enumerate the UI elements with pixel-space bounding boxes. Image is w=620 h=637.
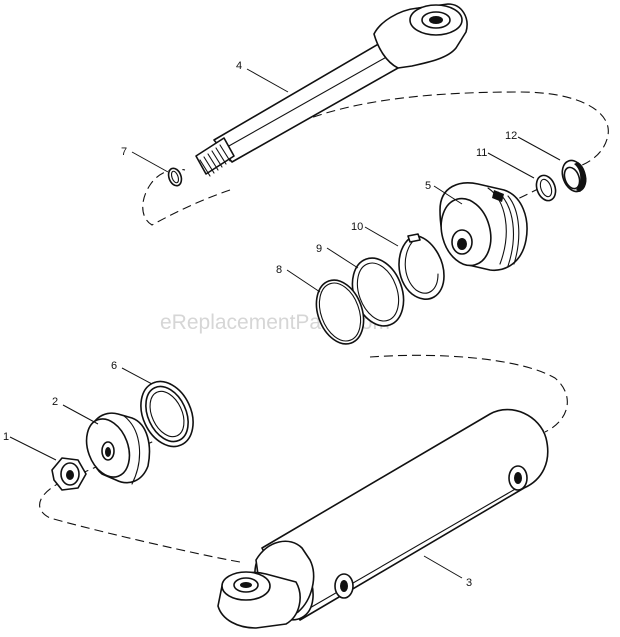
callout-5: 5 <box>425 180 431 192</box>
callout-labels: 1 2 3 4 5 6 7 8 9 10 11 12 <box>3 60 517 589</box>
end-cap <box>85 412 151 485</box>
wiper-seal <box>561 159 587 193</box>
snap-ring <box>398 233 445 300</box>
o-ring-large <box>315 279 365 345</box>
callout-3: 3 <box>466 577 472 589</box>
gland-ring <box>140 380 194 448</box>
piston-rod <box>195 3 468 177</box>
leader-lines <box>9 68 561 579</box>
callout-12: 12 <box>505 130 517 142</box>
hex-nut <box>51 457 87 491</box>
callout-6: 6 <box>111 360 117 372</box>
o-ring-small <box>167 167 183 187</box>
cylinder-barrel <box>217 408 549 629</box>
rod-seal <box>535 174 557 202</box>
callout-1: 1 <box>3 431 9 443</box>
callout-4: 4 <box>236 60 242 72</box>
callout-2: 2 <box>52 396 58 408</box>
callout-10: 10 <box>351 221 363 233</box>
callout-7: 7 <box>121 146 127 158</box>
callout-11: 11 <box>476 147 487 159</box>
piston <box>439 182 528 271</box>
callout-8: 8 <box>276 264 282 276</box>
callout-9: 9 <box>316 243 322 255</box>
